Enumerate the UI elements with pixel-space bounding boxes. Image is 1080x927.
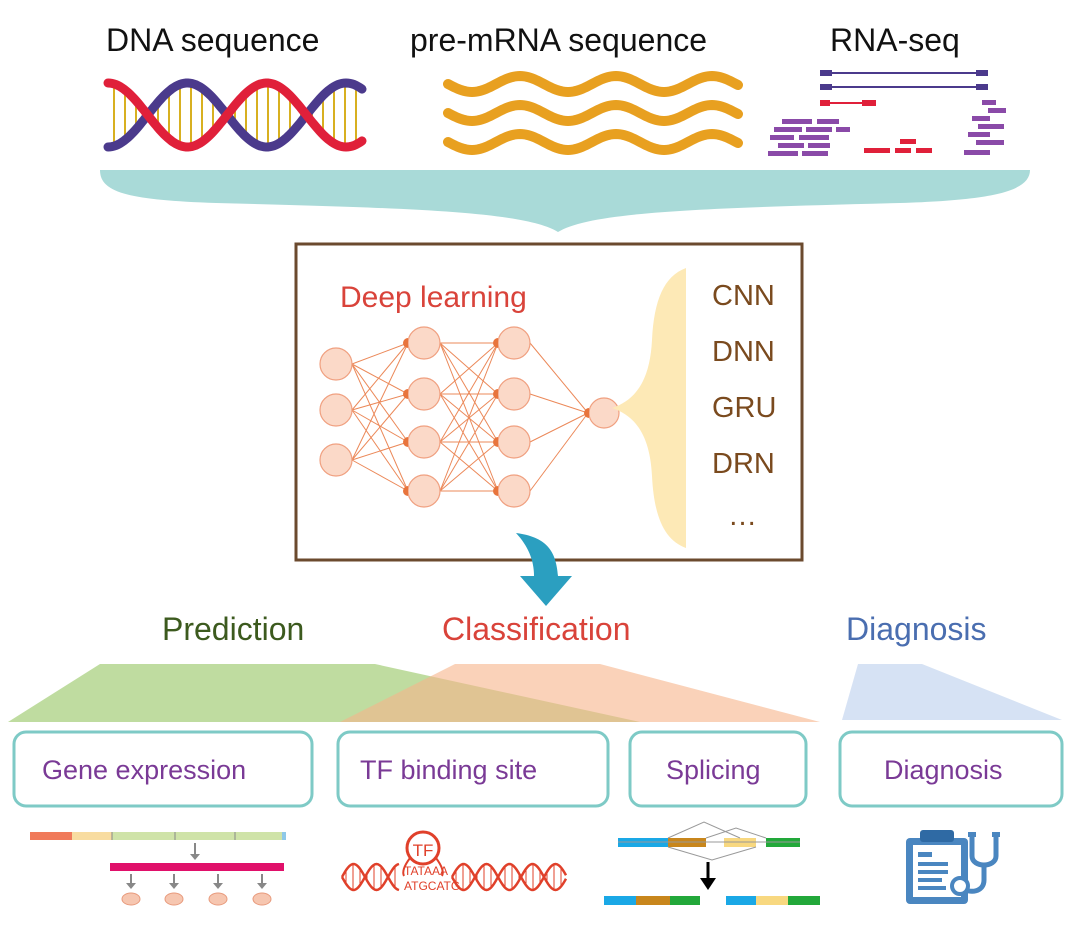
splicing-box [628,730,808,808]
diagnosis-task-label: Diagnosis [884,755,1003,785]
models-brace [612,268,686,548]
splicing-icon [604,821,820,905]
tf-seq-bottom: ATGCATG [404,879,460,893]
tf-seq-top: TATAAA [404,864,448,878]
neural-network-nodes [319,326,620,508]
prediction-label: Prediction [162,611,305,647]
tf-binding-icon: TF TATAAA ATGCATG [340,830,568,893]
tf-badge: TF [413,841,434,860]
model-more: … [728,500,757,532]
gene-expression-icon [30,832,286,906]
splicing-label: Splicing [666,755,761,785]
pre-mrna-waves-icon [443,70,743,156]
dna-sequence-label: DNA sequence [106,22,320,58]
diagnosis-category-label: Diagnosis [846,611,987,647]
gene-expression-label: Gene expression [42,755,247,785]
pre-mrna-sequence-label: pre-mRNA sequence [410,22,708,58]
model-dnn: DNN [712,336,775,368]
deep-learning-title: Deep learning [340,281,527,314]
diagnosis-box [838,730,1064,808]
curved-down-arrow-icon [516,533,572,606]
diagnosis-span [842,664,1062,720]
dna-helix-icon [103,78,367,152]
model-drn: DRN [712,448,775,480]
classification-span [340,664,820,722]
rna-seq-reads-icon [768,70,1006,156]
model-cnn: CNN [712,280,775,312]
clipboard-stethoscope-icon [906,830,1000,904]
classification-label: Classification [442,611,631,647]
tf-binding-box [336,730,610,808]
neural-network-edges [351,342,589,492]
merge-brace [100,170,1030,232]
model-gru: GRU [712,392,777,424]
tf-binding-site-label: TF binding site [360,755,538,785]
gene-expression-box [12,730,314,808]
rna-seq-label: RNA-seq [830,22,960,58]
